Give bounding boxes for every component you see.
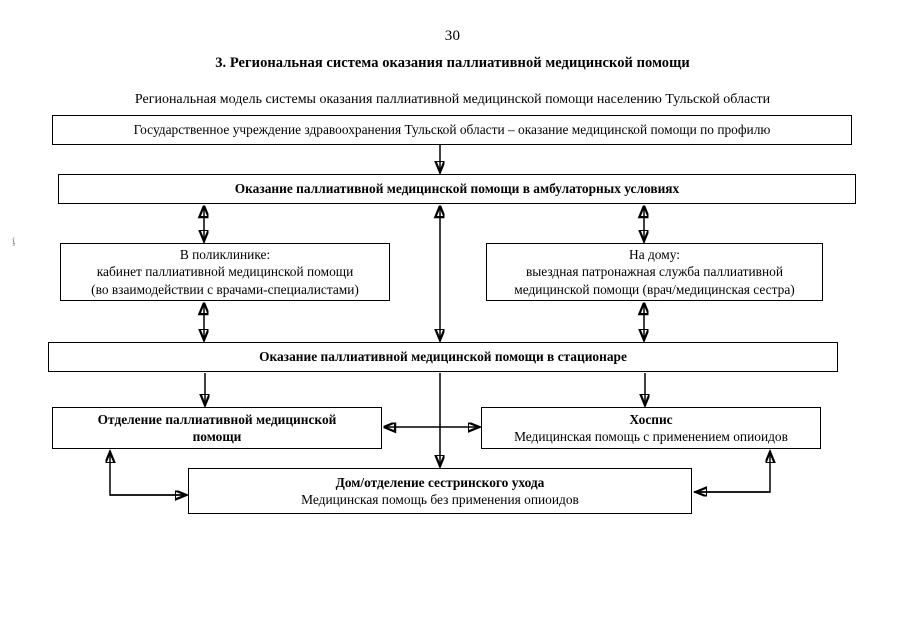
edge-department-nursing-elbow-left [110,452,186,495]
node-line: Государственное учреждение здравоохранен… [133,122,771,138]
node-line: Отделение паллиативной медицинской [97,411,337,427]
edge-hospice-nursing-elbow-right [694,452,770,492]
node-inpatient-care[interactable]: Оказание паллиативной медицинской помощи… [48,342,838,372]
node-line: кабинет паллиативной медицинской помощи [96,264,354,280]
node-line: Дом/отделение сестринского ухода [335,474,545,490]
node-state-healthcare-institution[interactable]: Государственное учреждение здравоохранен… [52,115,852,145]
page-number: 30 [444,28,461,44]
node-line: помощи [192,429,242,444]
scan-artifact-mark: ʄ [10,235,17,247]
node-line: Оказание паллиативной медицинской помощи… [259,349,627,365]
node-line: Хоспис [629,411,673,427]
node-line: В поликлинике: [179,246,271,262]
node-at-home-care[interactable]: На дому: выездная патронажная служба пал… [486,243,823,301]
node-line: Медицинская помощь без применения опиоид… [301,492,579,507]
node-line: На дому: [629,246,680,262]
node-palliative-department[interactable]: Отделение паллиативной медицинской помощ… [52,407,382,449]
node-nursing-care-home[interactable]: Дом/отделение сестринского ухода Медицин… [188,468,692,514]
node-line: (во взаимодействии с врачами-специалиста… [91,281,359,297]
diagram-subtitle: Региональная модель системы оказания пал… [134,92,771,107]
node-line: выездная патронажная служба паллиативной [525,264,784,280]
node-line: Медицинская помощь с применением опиоидо… [514,429,788,444]
node-polyclinic[interactable]: В поликлинике: кабинет паллиативной меди… [60,243,390,301]
node-line: медицинской помощи (врач/медицинская сес… [514,281,795,297]
node-line: Оказание паллиативной медицинской помощи… [234,181,680,197]
node-hospice[interactable]: Хоспис Медицинская помощь с применением … [481,407,821,449]
page-title: 3. Региональная система оказания паллиат… [215,55,690,71]
node-ambulatory-care[interactable]: Оказание паллиативной медицинской помощи… [58,174,856,204]
